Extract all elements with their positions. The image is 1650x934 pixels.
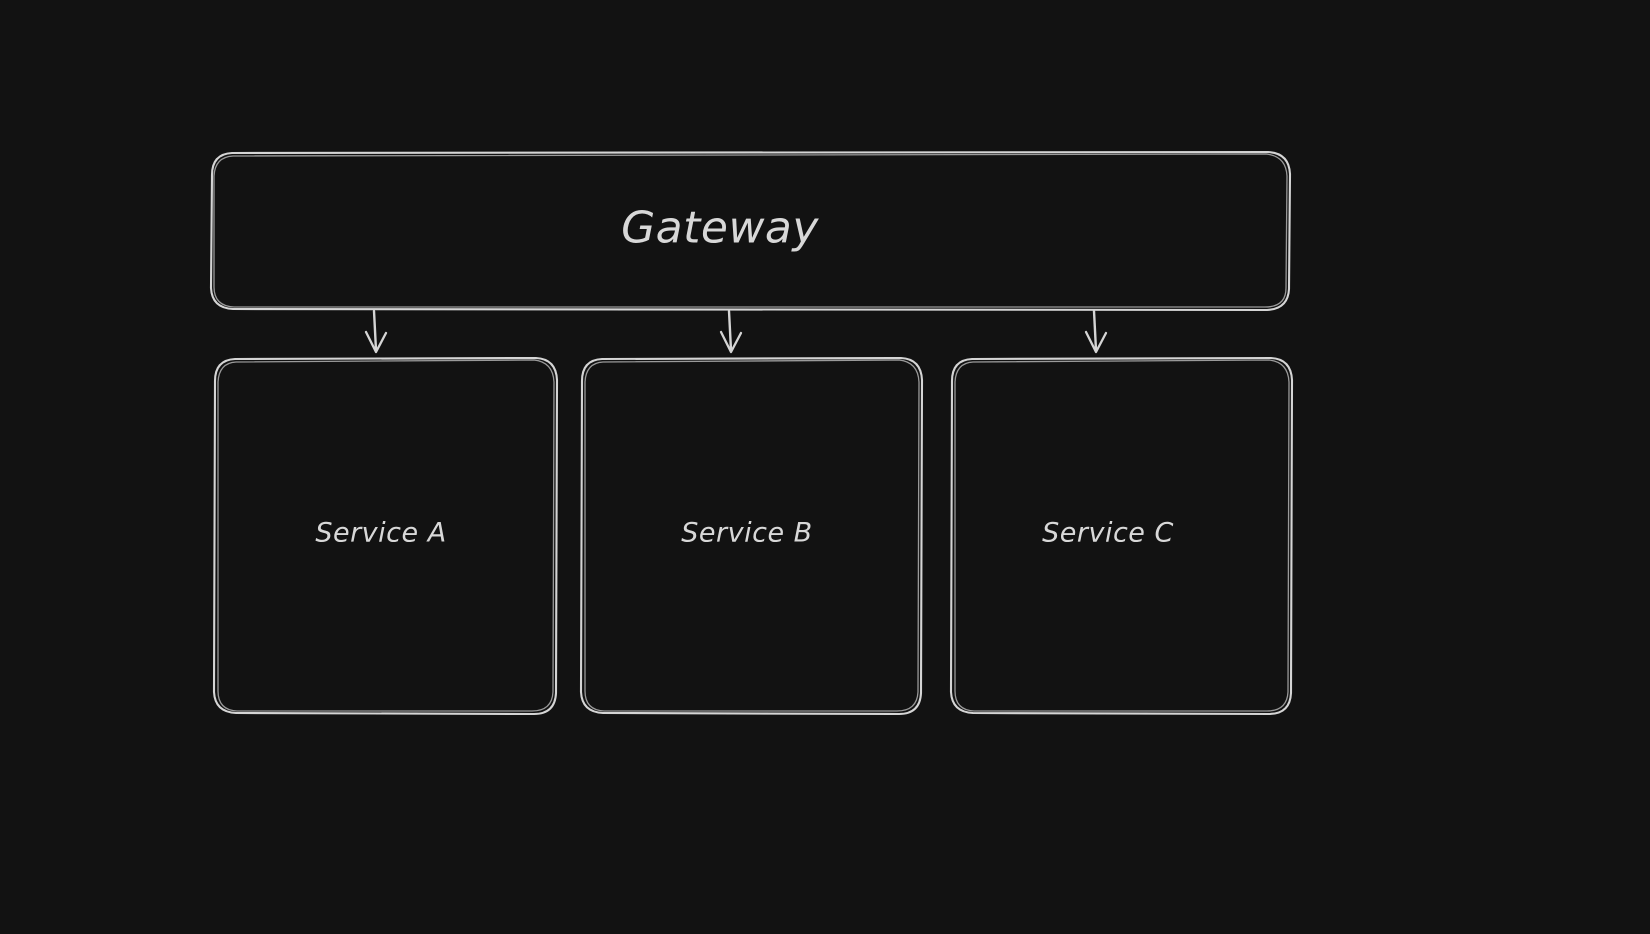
gateway-to-service-b-line <box>727 309 733 352</box>
node-shape-service-a[interactable] <box>212 356 559 716</box>
gateway-to-service-a-arrowhead <box>364 330 388 354</box>
gateway-to-service-c-arrowhead <box>1084 330 1108 354</box>
edge-gateway-to-service-a[interactable] <box>364 309 388 354</box>
node-shape-service-c[interactable] <box>949 356 1294 716</box>
node-label-service-a: Service A <box>315 517 447 549</box>
node-label-service-c: Service C <box>1042 517 1174 549</box>
gateway-outline-stroke-2 <box>213 153 1288 308</box>
service-a-outline-stroke-2 <box>217 359 555 712</box>
service-c-outline-stroke-1 <box>949 356 1294 716</box>
gateway-to-service-b-arrowhead <box>719 330 743 354</box>
node-label-gateway: Gateway <box>621 202 819 254</box>
service-b-outline-stroke-2 <box>584 359 920 712</box>
gateway-outline-stroke-1 <box>209 150 1292 312</box>
edge-gateway-to-service-c[interactable] <box>1084 309 1108 354</box>
node-shape-service-b[interactable] <box>579 356 924 716</box>
service-a-outline-stroke-1 <box>212 356 559 716</box>
edge-gateway-to-service-b[interactable] <box>719 309 743 354</box>
node-shape-gateway[interactable] <box>209 150 1292 312</box>
service-c-outline-stroke-2 <box>954 359 1290 712</box>
service-b-outline-stroke-1 <box>579 356 924 716</box>
gateway-to-service-a-line <box>372 309 378 352</box>
node-label-service-b: Service B <box>681 517 813 549</box>
gateway-to-service-c-line <box>1092 309 1098 352</box>
